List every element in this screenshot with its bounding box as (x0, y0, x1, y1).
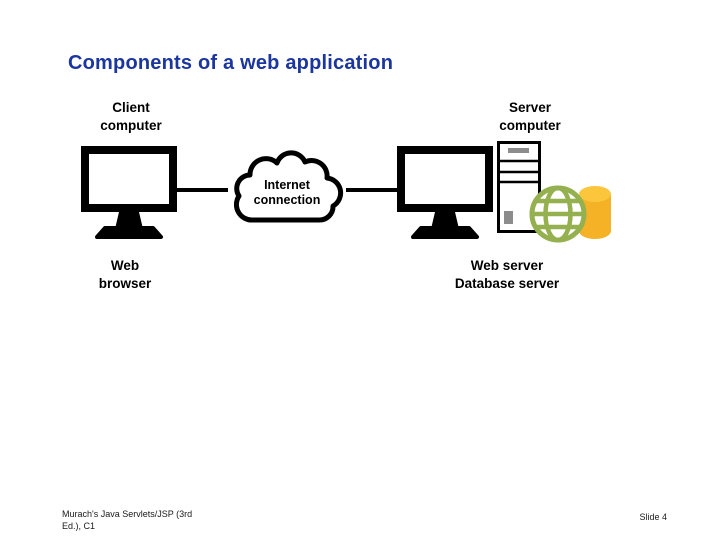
footer-citation-line1: Murach's Java Servlets/JSP (3rd (62, 509, 193, 519)
client-monitor-icon (81, 146, 177, 239)
server-computer-label-line2: computer (499, 118, 561, 133)
web-browser-label-line1: Web (110, 258, 140, 273)
server-computer-label-line1: Server (508, 100, 552, 115)
database-icon (579, 186, 611, 239)
internet-connection-label-line1: Internet (264, 178, 310, 192)
database-server-label-line: Database server (454, 276, 560, 291)
globe-icon (529, 185, 587, 243)
cloud-to-server-connector (346, 188, 399, 192)
internet-cloud-icon (233, 150, 344, 223)
server-monitor-icon (397, 146, 493, 239)
web-browser-label: Web browser (60, 257, 190, 293)
internet-connection-label-line2: connection (253, 193, 321, 207)
page-title: Components of a web application (68, 52, 394, 74)
internet-connection-label: Internet connection (226, 178, 348, 208)
client-to-cloud-connector (172, 188, 228, 192)
client-computer-label-line1: Client (112, 100, 150, 115)
web-browser-label-line2: browser (98, 276, 152, 291)
client-computer-label: Client computer (66, 99, 196, 135)
footer-citation-line2: Ed.), C1 (62, 520, 96, 531)
client-computer-label-line2: computer (100, 118, 162, 133)
footer-citation: Murach's Java Servlets/JSP (3rd Ed.), C1 (62, 509, 322, 532)
server-computer-label: Server computer (465, 99, 595, 135)
web-database-server-label: Web server Database server (427, 257, 587, 293)
slide-number: Slide 4 (639, 512, 667, 522)
web-server-label-line: Web server (470, 258, 544, 273)
